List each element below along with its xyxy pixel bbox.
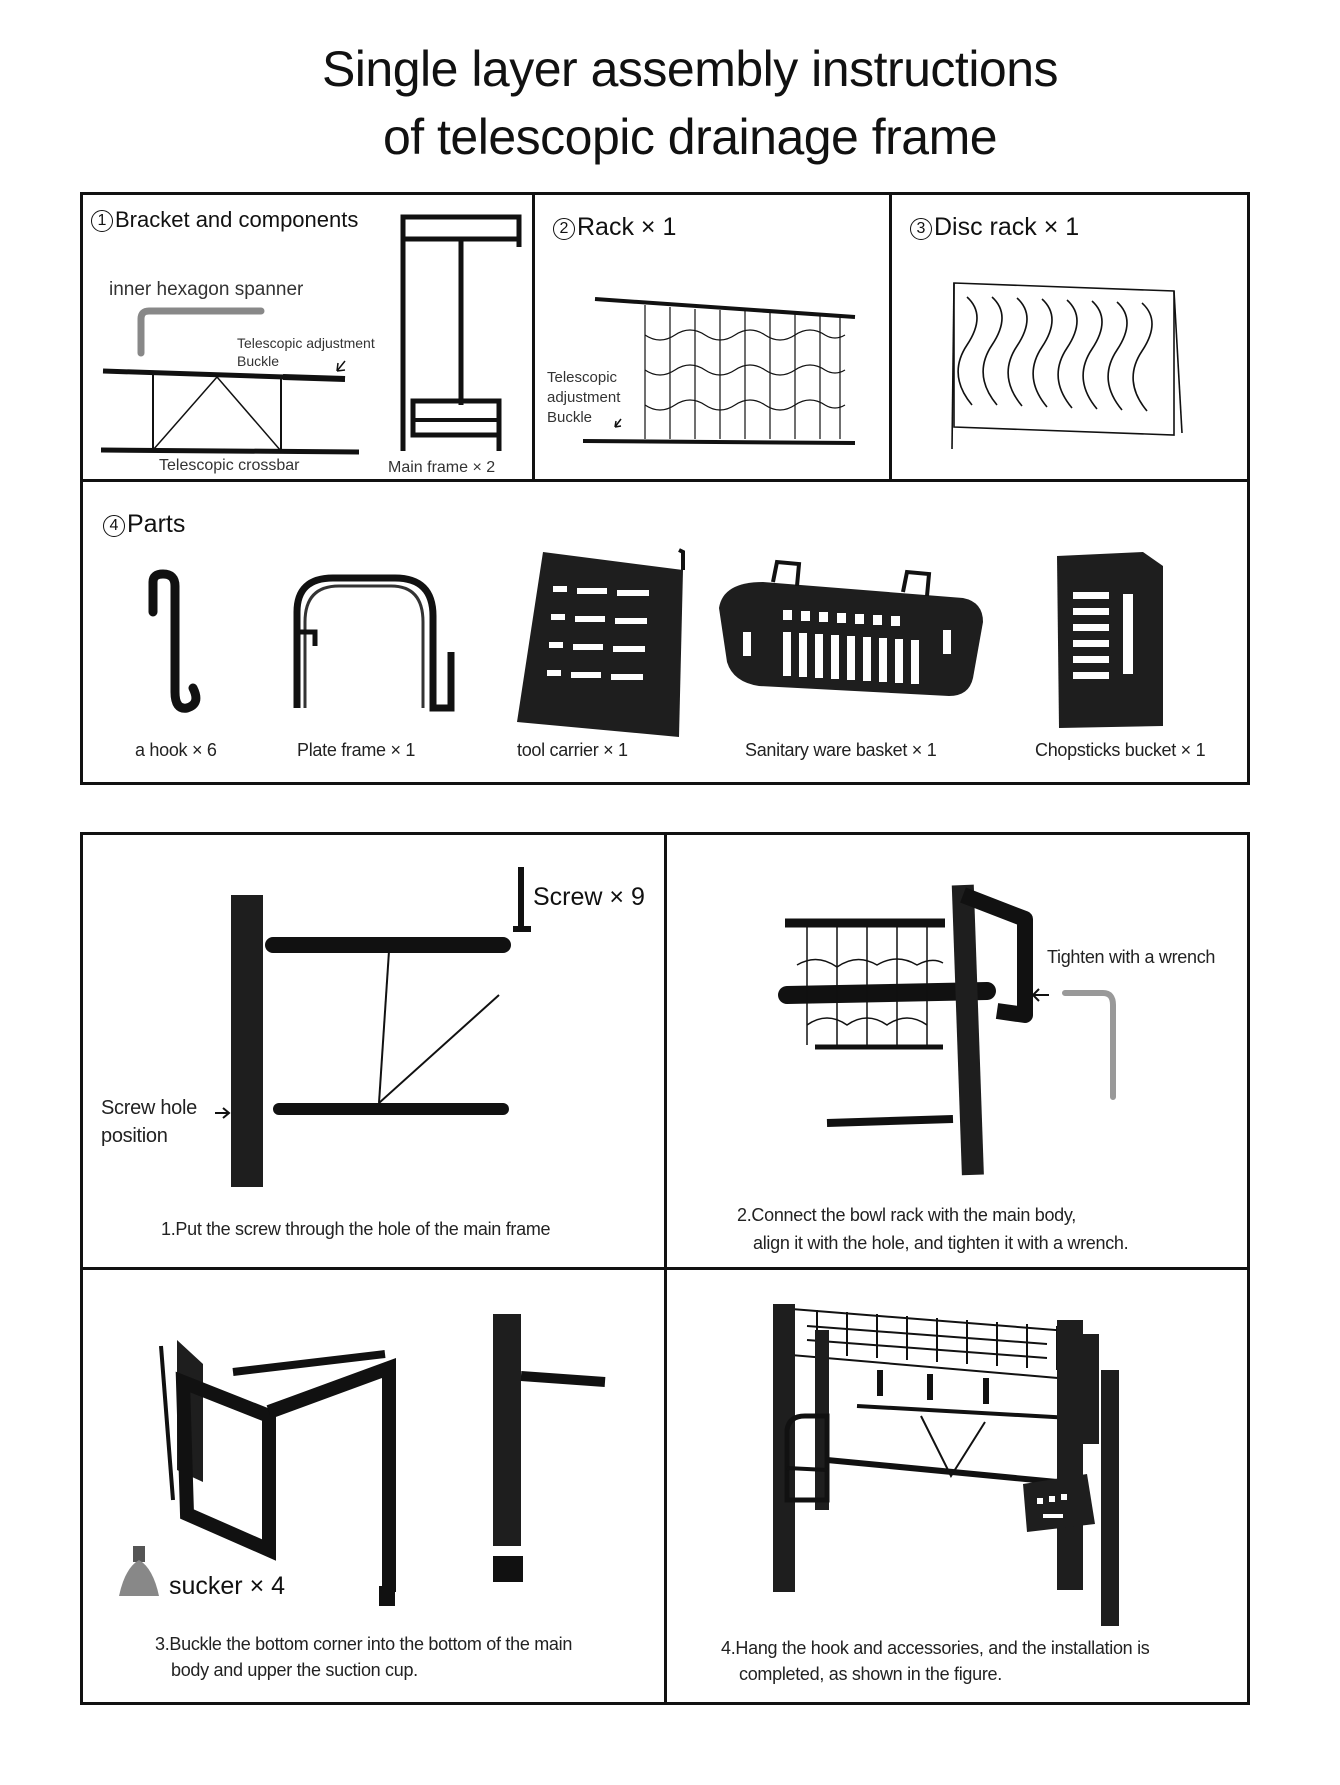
- step-2-illustration: [778, 884, 1116, 1176]
- bracket-illustration: [100, 214, 522, 455]
- buckle-label: Buckle: [237, 353, 280, 369]
- chopsticks-bucket-icon: [1057, 552, 1163, 728]
- rack-adjust-label-3: Buckle: [547, 409, 593, 426]
- screw-label: Screw × 9: [533, 883, 645, 911]
- step-2-text-2: align it with the hole, and tighten it w…: [753, 1233, 1129, 1253]
- step-3-text-2: body and upper the suction cup.: [171, 1660, 418, 1680]
- rack-adjust-label-2: adjustment: [547, 389, 621, 406]
- basket-icon: [719, 559, 983, 696]
- rack-illustration: [582, 297, 856, 445]
- step-number-badge: 4: [103, 515, 125, 537]
- step-number-badge: 1: [91, 210, 113, 232]
- parts-title: Parts: [127, 510, 186, 538]
- disc-rack-illustration: [951, 282, 1183, 450]
- step-2-panel: Tighten with a wrench 2.Connect the bowl…: [664, 832, 1250, 1270]
- step-2-text-1: 2.Connect the bowl rack with the main bo…: [737, 1205, 1076, 1225]
- tighten-label: Tighten with a wrench: [1047, 947, 1216, 967]
- step-1-panel: Screw × 9 Screw hole position 1.Put the …: [80, 832, 667, 1270]
- parts-illustrations: [148, 548, 1163, 737]
- rack-title: Rack × 1: [577, 213, 677, 241]
- telescopic-crossbar-label: Telescopic crossbar: [159, 457, 300, 474]
- disc-rack-title: Disc rack × 1: [934, 213, 1080, 241]
- plate-frame-icon: [293, 574, 455, 712]
- step-4-text-1: 4.Hang the hook and accessories, and the…: [721, 1638, 1150, 1658]
- screw-hole-label-2: position: [101, 1125, 168, 1147]
- bracket-title: Bracket and components: [115, 207, 359, 232]
- rack-adjust-label-1: Telescopic: [547, 369, 618, 386]
- step-4-illustration: [773, 1304, 1119, 1626]
- step-3-illustration: [119, 1314, 606, 1606]
- page-title-line-2: of telescopic drainage frame: [382, 109, 998, 165]
- part-label-basket: Sanitary ware basket × 1: [745, 740, 937, 760]
- spanner-label: inner hexagon spanner: [109, 279, 304, 300]
- step-number-badge: 2: [553, 218, 575, 240]
- part-label-chopsticks-bucket: Chopsticks bucket × 1: [1035, 740, 1206, 760]
- step-1-text: 1.Put the screw through the hole of the …: [161, 1219, 551, 1239]
- step-3-panel: sucker × 4 3.Buckle the bottom corner in…: [80, 1267, 667, 1705]
- telescopic-adjustment-label: Telescopic adjustment: [237, 335, 375, 351]
- step-number-badge: 3: [910, 218, 932, 240]
- step-4-panel: 4.Hang the hook and accessories, and the…: [664, 1267, 1250, 1705]
- step-3-text-1: 3.Buckle the bottom corner into the bott…: [155, 1634, 573, 1654]
- part-label-hook: a hook × 6: [135, 740, 217, 760]
- step-1-illustration: [215, 867, 531, 1187]
- page-title-line-1: Single layer assembly instructions: [321, 41, 1059, 97]
- part-label-plate-frame: Plate frame × 1: [297, 740, 416, 760]
- main-frame-label: Main frame × 2: [388, 459, 496, 476]
- step-4-text-2: completed, as shown in the figure.: [739, 1664, 1002, 1684]
- sucker-icon: [119, 1546, 159, 1596]
- sucker-label: sucker × 4: [169, 1572, 286, 1600]
- tool-carrier-icon: [517, 548, 685, 737]
- screw-hole-label-1: Screw hole: [101, 1097, 197, 1119]
- part-label-tool-carrier: tool carrier × 1: [517, 740, 628, 760]
- hook-icon: [148, 569, 201, 713]
